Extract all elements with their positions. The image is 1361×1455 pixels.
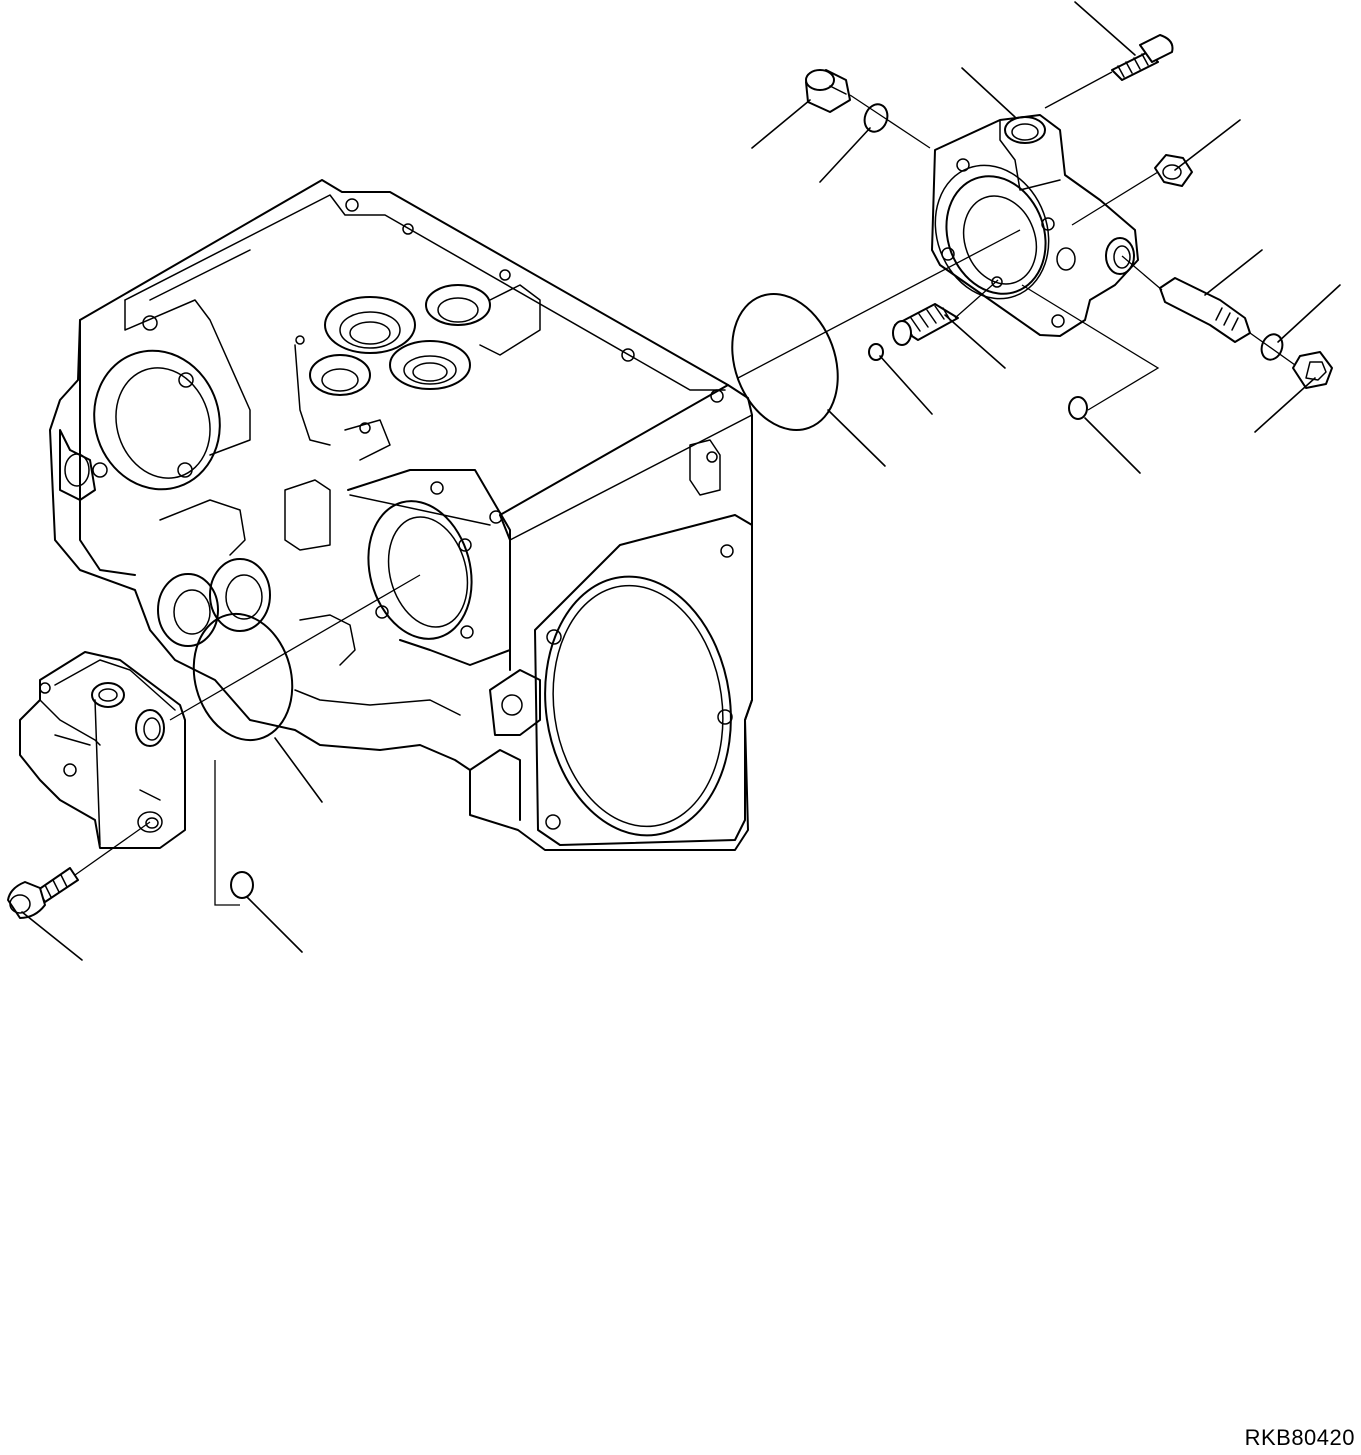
plug-top [805,69,851,113]
hex-nut [1154,154,1193,187]
assembly-axis-nut [1071,171,1159,226]
pump-case-body [49,179,753,851]
assembly-axis-bottom-bolt [74,821,151,876]
large-o-ring-right [731,293,839,431]
cap-screw-bottom [7,867,79,919]
assembly-axis-left [169,574,421,721]
leader-lines [21,1,1341,961]
assembly-axis-oring-cover [1021,284,1160,411]
assembly-axis-seat [954,279,999,319]
assembly-axis-right [737,229,1021,379]
cap-screw-top [1111,34,1174,81]
assembly-axis-plug-top [849,94,931,149]
assembly-axis-bolt-top [1044,71,1113,109]
valve-block [19,651,186,849]
hex-socket-plug [1292,351,1333,389]
cover-plate [931,114,1139,337]
small-o-ring-cover [1068,396,1088,420]
spring-seat [892,303,959,346]
assembly-axis-oring-bottom [214,760,240,906]
large-o-ring-left [192,612,294,742]
small-o-ring-seat [868,343,884,361]
adjusting-screw [1159,277,1251,343]
small-o-ring-plug-right [1260,333,1284,361]
drawing-reference-code: RKB80420 [1244,1425,1355,1450]
small-o-ring-bottom [230,871,254,899]
assembly-axis-adjust [1121,255,1296,366]
small-o-ring-top-plug [863,103,889,133]
